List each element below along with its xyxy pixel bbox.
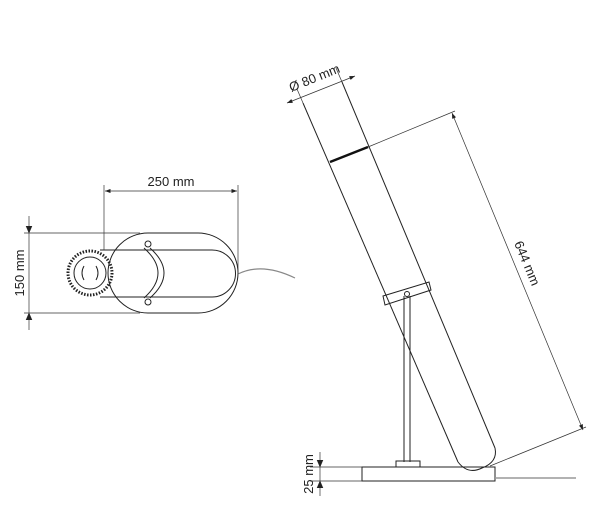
- top-view: 250 mm 150 mm: [12, 174, 296, 330]
- height-label: 150 mm: [12, 250, 27, 297]
- length-label: 250 mm: [148, 174, 195, 189]
- lens-mark: [81, 265, 99, 281]
- tube-right-edge: [341, 81, 496, 449]
- side-view: Ø 80 mm 644 mm 25 mm: [286, 61, 587, 496]
- tube-left-edge: [302, 102, 459, 463]
- tube-band: [329, 145, 369, 164]
- tube-length-label: 644 mm: [511, 239, 543, 288]
- clamp-screw-bottom: [144, 298, 152, 306]
- base-plate-outline: [107, 232, 239, 314]
- tube-length-dimension-line: [451, 112, 584, 431]
- base-height-label: 25 mm: [301, 454, 316, 494]
- base: [361, 466, 496, 482]
- collar: [382, 281, 432, 306]
- stand-foot: [395, 460, 421, 468]
- lens-ring-inner: [73, 256, 107, 290]
- diameter-label: Ø 80 mm: [287, 61, 342, 95]
- cable: [237, 268, 296, 279]
- lens-ring-outer: [66, 249, 114, 297]
- diameter-dimension-line: [286, 75, 356, 104]
- tube-end: [457, 447, 496, 471]
- clamp: [143, 247, 165, 299]
- clamp-screw-top: [144, 240, 152, 248]
- tube-body: [100, 249, 236, 298]
